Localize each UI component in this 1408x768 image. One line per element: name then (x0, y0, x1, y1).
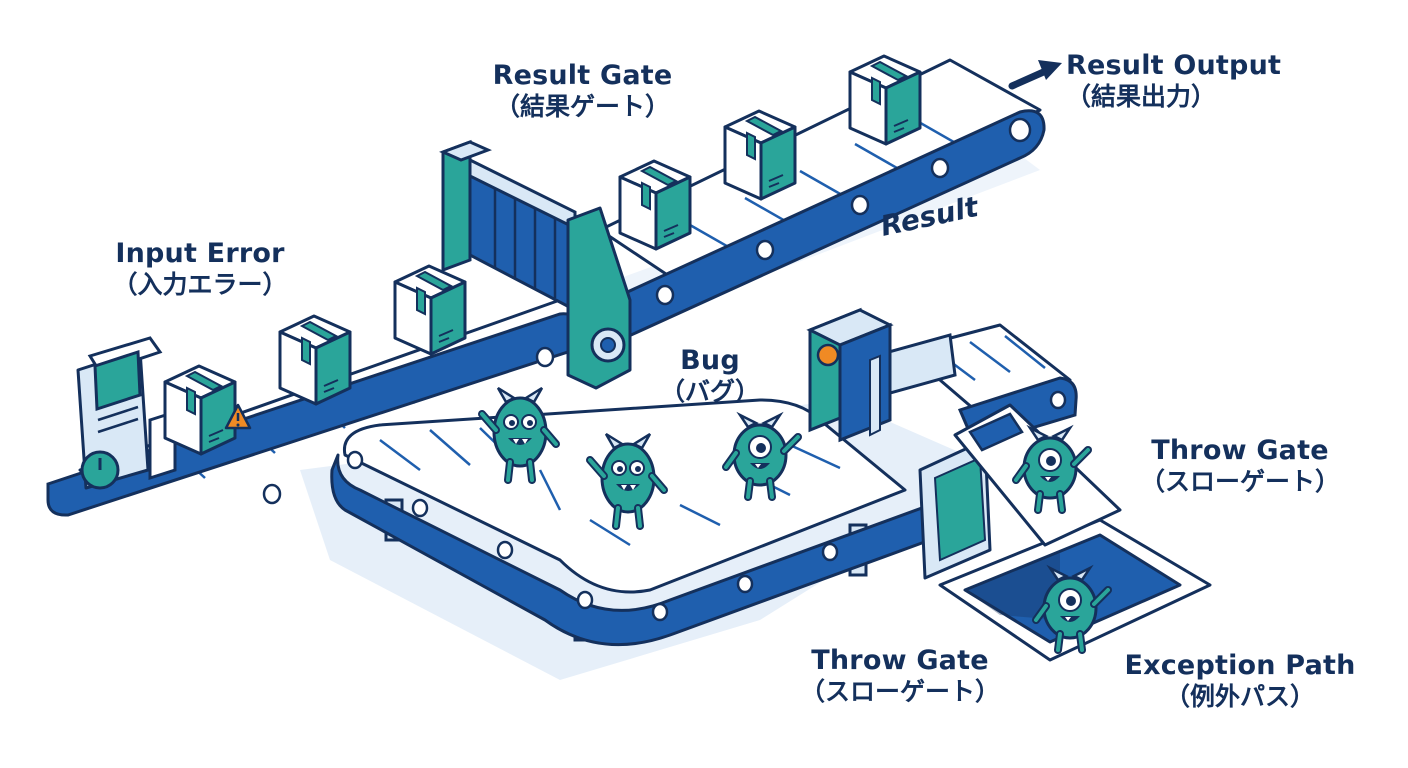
warning-triangle-icon (224, 403, 252, 430)
bug-subtitle: （バグ） (659, 376, 760, 406)
throw-gate-bottom-title: Throw Gate (811, 645, 989, 676)
package-box-icon (163, 364, 237, 456)
throw-gate-scanner (806, 307, 1078, 447)
package-box-icon (618, 159, 692, 251)
result-output-title: Result Output (1066, 50, 1282, 81)
throw-gate-right-label: Throw Gate （スローゲート） (1135, 435, 1345, 496)
arrow-up-right-icon (1008, 60, 1062, 90)
package-box-icon (848, 54, 922, 146)
result-gate-title: Result Gate (492, 60, 673, 91)
bug-label: Bug （バグ） (650, 345, 770, 406)
throw-gate-right-title: Throw Gate (1151, 435, 1329, 466)
package-box-icon (723, 109, 797, 201)
exception-path-title: Exception Path (1124, 650, 1356, 681)
result-gate-subtitle: （結果ゲート） (494, 91, 670, 121)
bug-title: Bug (680, 345, 740, 376)
throw-gate-right-subtitle: （スローゲート） (1139, 466, 1340, 496)
input-terminal (76, 336, 177, 490)
result-output-label: Result Output （結果出力） (1066, 50, 1306, 111)
throw-gate-bottom-label: Throw Gate （スローゲート） (795, 645, 1005, 706)
result-gate (439, 139, 632, 390)
result-output-subtitle: （結果出力） (1066, 81, 1217, 111)
exception-path-subtitle: （例外パス） (1164, 681, 1315, 711)
input-error-subtitle: （入力エラー） (112, 269, 288, 299)
result-gate-label: Result Gate （結果ゲート） (470, 60, 695, 121)
result-belt (598, 58, 1046, 343)
package-box-icon (393, 264, 467, 356)
package-box-icon (278, 314, 352, 406)
input-error-label: Input Error （入力エラー） (100, 238, 300, 299)
exception-path-label: Exception Path （例外パス） (1115, 650, 1365, 711)
input-error-title: Input Error (115, 238, 285, 269)
throw-gate-bottom-subtitle: （スローゲート） (799, 676, 1000, 706)
